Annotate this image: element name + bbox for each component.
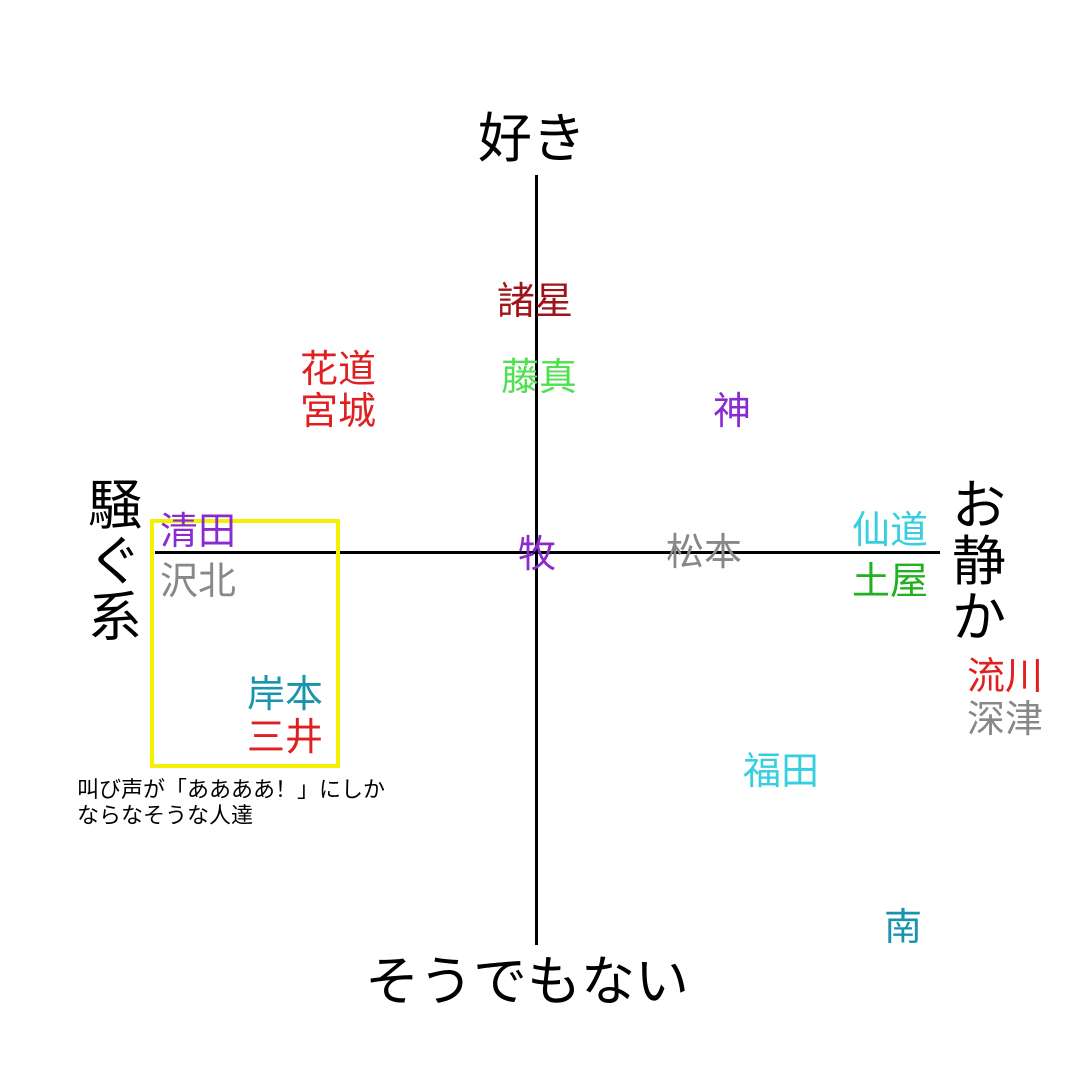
name-label: 宮城 (300, 389, 377, 433)
axis-label-bottom: そうでもない (365, 950, 689, 1013)
highlight-note: 叫び声が「ああああ！」にしか ならなそうな人達 (77, 778, 407, 830)
name-label: 岸本 (247, 672, 324, 716)
name-label: 花道 (300, 347, 377, 391)
name-label: 福田 (743, 749, 820, 793)
axis-label-right: お 静 か (950, 478, 1008, 646)
name-label: 清田 (160, 509, 237, 553)
name-label: 仙道 (852, 508, 929, 552)
axis-label-left-char: 系 (88, 586, 142, 649)
axis-label-right-char: か (952, 586, 1006, 649)
name-label: 藤真 (501, 355, 578, 399)
name-label: 神 (713, 389, 752, 433)
highlight-note-line: ならなそうな人達 (77, 804, 254, 829)
name-label: 流川 (967, 654, 1044, 698)
name-label: 沢北 (160, 559, 237, 603)
highlight-box (150, 519, 340, 768)
axis-label-left-char: 騒 (88, 474, 142, 537)
axis-label-left: 騒 ぐ 系 (85, 478, 145, 646)
name-label: 深津 (967, 697, 1044, 741)
name-label: 土屋 (852, 559, 929, 603)
highlight-note-line: 叫び声が「ああああ！」にしか (77, 778, 386, 803)
name-label: 牧 (518, 532, 557, 576)
axis-label-top: 好き (478, 107, 586, 170)
name-label: 三井 (247, 715, 324, 759)
axis-label-left-char: ぐ (88, 530, 142, 593)
name-label: 松本 (666, 530, 743, 574)
name-label: 諸星 (497, 279, 574, 323)
axis-label-right-char: お (952, 474, 1006, 537)
horizontal-axis (155, 551, 940, 554)
name-label: 南 (884, 905, 923, 949)
axis-label-right-char: 静 (952, 530, 1006, 593)
vertical-axis (535, 175, 538, 945)
